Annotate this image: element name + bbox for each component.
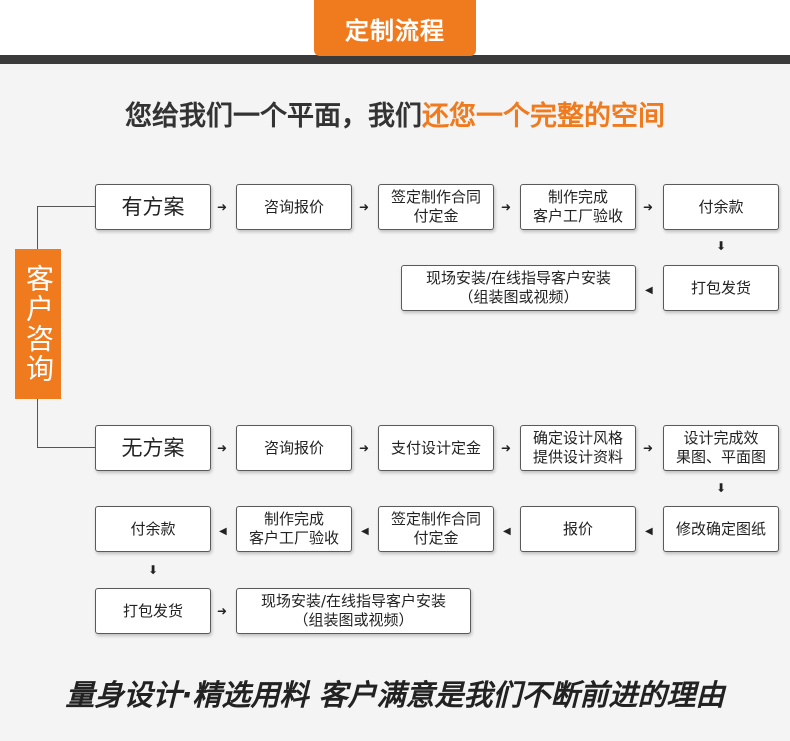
flow2-step-5: 修改确定图纸 [663,506,779,552]
node-label: 报价 [562,519,593,538]
customer-consult-label: 客户咨询 [15,249,61,399]
node-label: 现场安装/在线指导客户安装 （组装图或视频） [425,269,612,306]
flow2-arrow-2 [359,442,369,454]
node-label: 付余款 [130,519,176,538]
node-label: 制作完成 客户工厂验收 [532,188,623,225]
node-label: 付余款 [698,197,744,216]
flow2-arrow-11 [217,605,227,617]
node-label: 有方案 [121,194,185,219]
node-label: 咨询报价 [263,438,324,457]
flow1-step-6: 现场安装/在线指导客户安装 （组装图或视频） [401,265,636,311]
node-label: 现场安装/在线指导客户安装 （组装图或视频） [260,592,447,629]
flow2-step-3: 确定设计风格 提供设计资料 [520,425,636,471]
flow2-step-4: 设计完成效 果图、平面图 [663,425,779,471]
node-label: 打包发货 [122,601,183,620]
flow2-step-7: 签定制作合同 付定金 [378,506,494,552]
flow1-arrow-5 [716,240,726,252]
flow1-step-3: 制作完成 客户工厂验收 [520,184,636,230]
flow2-arrow-4 [643,442,653,454]
node-label: 打包发货 [690,278,751,297]
flow1-step-2: 签定制作合同 付定金 [378,184,494,230]
flow1-step-5: 打包发货 [663,265,779,311]
flow2-arrow-1 [217,442,227,454]
flow2-step-10: 打包发货 [95,588,211,634]
flow2-arrow-5 [716,482,726,494]
flow1-arrow-2 [359,201,369,213]
bracket-horizontal-top [37,206,95,207]
flow2-arrow-9 [219,524,227,538]
flow1-step-4: 付余款 [663,184,779,230]
node-label: 咨询报价 [263,197,324,216]
footer-tagline: 量身设计·精选用料 客户满意是我们不断前进的理由 [65,678,725,712]
flow2-start-node: 无方案 [95,425,211,471]
flow1-step-1: 咨询报价 [236,184,352,230]
flow2-step-11: 现场安装/在线指导客户安装 （组装图或视频） [236,588,471,634]
flow1-start-node: 有方案 [95,184,211,230]
flow1-arrow-1 [217,201,227,213]
node-label: 制作完成 客户工厂验收 [248,510,339,547]
flow2-arrow-8 [361,524,369,538]
header-divider [0,55,790,64]
flow2-step-1: 咨询报价 [236,425,352,471]
bracket-vertical-bottom [37,399,38,447]
flow1-arrow-6 [645,283,653,297]
flow2-arrow-7 [503,524,511,538]
page-title: 定制流程 [314,0,476,56]
slogan-part1: 您给我们一个平面，我们 [125,101,422,132]
node-label: 设计完成效 果图、平面图 [675,429,766,466]
flow2-step-2: 支付设计定金 [378,425,494,471]
node-label: 确定设计风格 提供设计资料 [532,429,623,466]
flow2-arrow-10 [148,564,158,576]
node-label: 签定制作合同 付定金 [390,510,481,547]
node-label: 无方案 [121,435,185,460]
slogan-part2: 还您一个完整的空间 [422,101,665,132]
bracket-horizontal-bottom [37,447,95,448]
flow2-step-8: 制作完成 客户工厂验收 [236,506,352,552]
flow2-arrow-6 [645,524,653,538]
page-title-text: 定制流程 [345,16,445,45]
customer-consult-text: 客户咨询 [22,264,55,384]
node-label: 修改确定图纸 [675,519,766,538]
slogan: 您给我们一个平面，我们还您一个完整的空间 [0,94,790,133]
flow1-arrow-3 [501,201,511,213]
node-label: 签定制作合同 付定金 [390,188,481,225]
node-label: 支付设计定金 [390,438,481,457]
flow2-step-9: 付余款 [95,506,211,552]
bracket-vertical-top [37,206,38,249]
flow1-arrow-4 [643,201,653,213]
flow2-step-6: 报价 [520,506,636,552]
flow2-arrow-3 [501,442,511,454]
